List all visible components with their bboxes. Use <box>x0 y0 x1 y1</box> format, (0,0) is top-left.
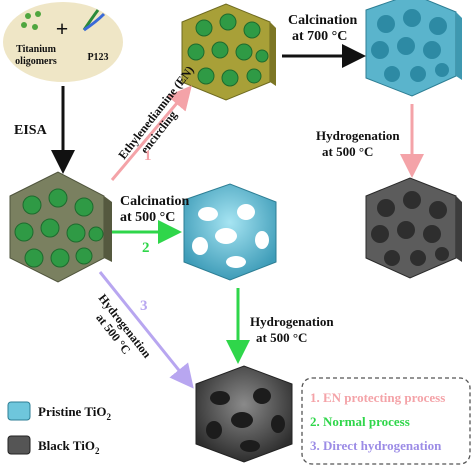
hyd-mid-line2: at 500 °C <box>256 330 307 345</box>
route2-number: 2 <box>142 240 150 256</box>
titanium-label: Titanium <box>16 44 56 55</box>
composite-hexagon <box>9 171 112 283</box>
route1-arrow <box>110 85 192 181</box>
p123-icon <box>82 9 106 32</box>
route1-number: 1 <box>144 148 152 164</box>
black-swatch <box>7 435 31 455</box>
pristine-legend-label: Pristine TiO2 <box>38 404 112 422</box>
calc700-line2: at 700 °C <box>292 29 347 44</box>
calc500-line1: Calcination <box>120 194 189 209</box>
legend: Pristine TiO2 Black TiO2 <box>7 401 112 456</box>
precursor-oval: + Titanium oligomers P123 <box>3 2 123 82</box>
disordered-pristine-tio2 <box>183 183 277 281</box>
titanium-oligomer-dots <box>21 11 41 30</box>
disordered-black-tio2 <box>195 365 293 463</box>
calc500-line2: at 500 °C <box>120 210 175 225</box>
en-label-line1: Ethylenediamine (EN) <box>115 63 196 162</box>
process-3-label: 3. Direct hydrogenation <box>310 438 442 453</box>
ordered-black-tio2 <box>365 177 462 279</box>
process-legend-box: 1. EN protecting process 2. Normal proce… <box>301 377 471 465</box>
hyd-mid-line1: Hydrogenation <box>250 314 334 329</box>
pristine-swatch <box>7 401 31 421</box>
process-1-label: 1. EN protecting process <box>310 390 445 405</box>
route3-number: 3 <box>140 298 148 314</box>
process-2-label: 2. Normal process <box>310 414 410 429</box>
ordered-pristine-tio2 <box>365 0 462 97</box>
oligomers-label: oligomers <box>15 56 57 67</box>
calc700-line1: Calcination <box>288 13 357 28</box>
hyd-right-line1: Hydrogenation <box>316 128 400 143</box>
plus-sign: + <box>56 16 69 41</box>
p123-label: P123 <box>87 52 108 63</box>
en-coated-hexagon <box>181 3 276 101</box>
hyd-right-line2: at 500 °C <box>322 144 373 159</box>
eisa-label: EISA <box>14 123 48 138</box>
black-legend-label: Black TiO2 <box>38 438 100 456</box>
route3-arrow <box>98 271 194 389</box>
